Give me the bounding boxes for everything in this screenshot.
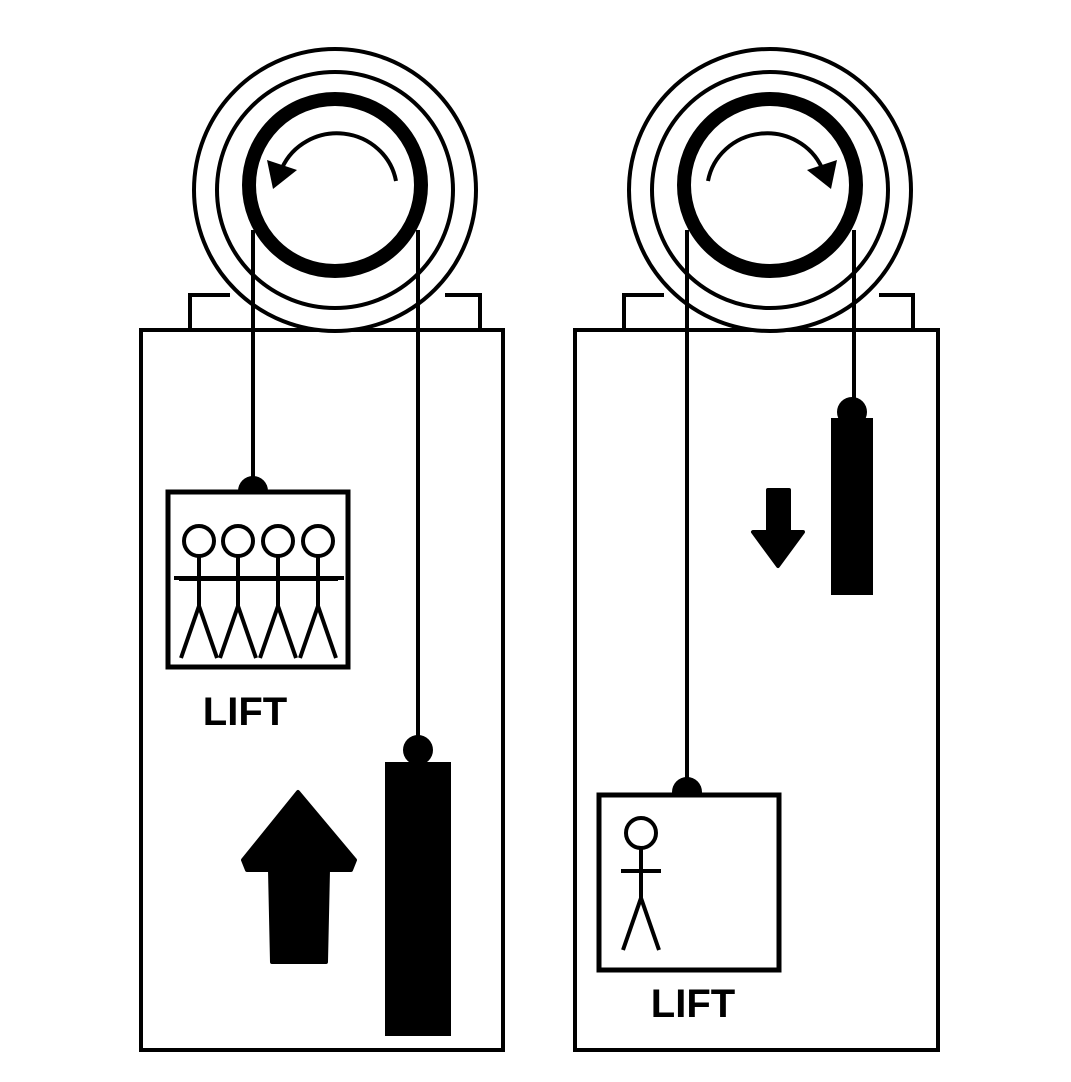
right-elevator-system: LIFT xyxy=(573,47,940,1052)
right-pulley-bracket xyxy=(622,293,915,330)
rotation-arrow-icon xyxy=(280,131,398,182)
arrow-down-icon xyxy=(751,488,805,568)
arrow-up-icon xyxy=(241,790,357,964)
rotation-arrow-icon xyxy=(706,131,824,182)
right-lift-label: LIFT xyxy=(651,982,735,1026)
left-lift-label: LIFT xyxy=(203,690,287,734)
left-counterweight xyxy=(385,762,451,1036)
left-pulley xyxy=(192,47,478,333)
right-counterweight xyxy=(831,418,873,595)
right-pulley xyxy=(627,47,913,333)
left-elevator-system: LIFT xyxy=(139,47,505,1052)
left-pulley-bracket xyxy=(188,293,482,330)
